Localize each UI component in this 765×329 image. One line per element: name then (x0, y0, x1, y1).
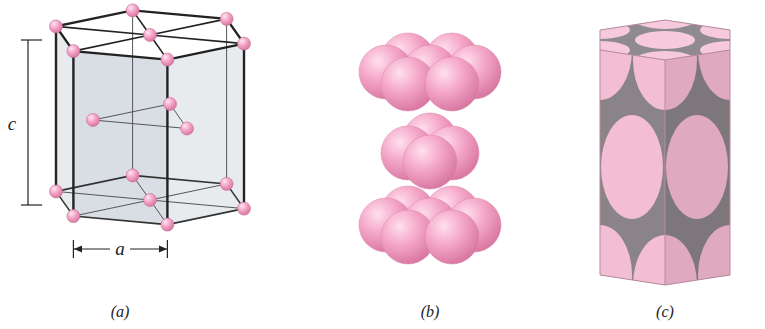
panel-label: (c) (656, 304, 674, 320)
dimension-label: a (115, 239, 125, 258)
dimension-c (21, 40, 42, 205)
unit-cell (50, 4, 251, 231)
hard-sphere-cell (568, 0, 762, 329)
sphere-stack (359, 33, 501, 264)
dimension-label: c (8, 114, 16, 133)
panel-label: (a) (111, 304, 130, 320)
panel-label: (b) (421, 304, 440, 320)
